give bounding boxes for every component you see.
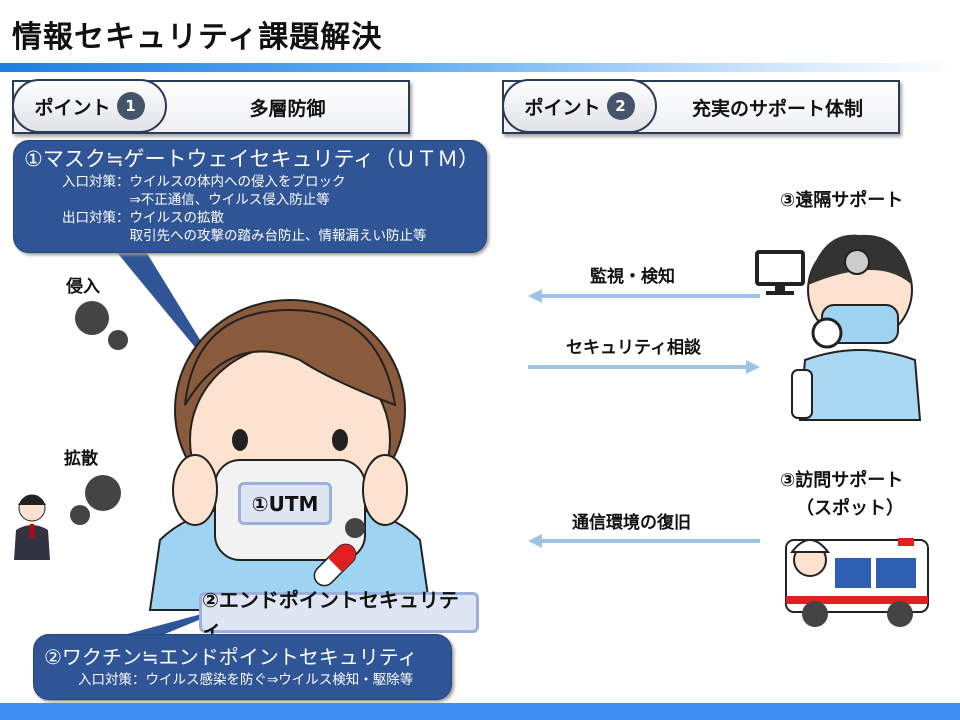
balloon-line: 出口対策：ウイルスの拡散 xyxy=(62,210,224,226)
balloon-heading: ①マスク≒ゲートウェイセキュリティ（ＵＴＭ） xyxy=(24,147,480,171)
title-underline-bar xyxy=(0,63,960,72)
point-number-badge: 2 xyxy=(606,92,635,120)
footer-bar xyxy=(0,703,960,720)
point-title: 充実のサポート体制 xyxy=(691,97,863,120)
balloon-vaccine-callout: ②ワクチン≒エンドポイントセキュリティ 入口対策：ウイルス感染を防ぐ⇒ウイルス検… xyxy=(33,634,452,700)
visit-support-subtitle: （スポット） xyxy=(796,498,904,519)
balloon-line: 入口対策：ウイルスの体内への侵入をブロック xyxy=(62,174,346,190)
balloon-line: 取引先への攻撃の踏み台防止、情報漏えい防止等 xyxy=(62,228,427,244)
monitor-icon xyxy=(755,250,805,295)
security-consult-label: セキュリティ相談 xyxy=(566,338,701,358)
mask-person-illustration xyxy=(148,299,432,611)
intrusion-label: 侵入 xyxy=(66,277,100,297)
businessman-icon xyxy=(14,494,50,560)
remote-support-title: ③遠隔サポート xyxy=(780,190,904,211)
endpoint-label-box: ②エンドポイントセキュリティ xyxy=(199,588,479,641)
monitor-detect-label: 監視・検知 xyxy=(590,267,675,287)
capsule-icon xyxy=(313,543,357,587)
doctor-illustration xyxy=(791,234,922,421)
page-title: 情報セキュリティ課題解決 xyxy=(12,20,383,55)
point-title: 多層防御 xyxy=(249,97,326,120)
utm-label-box: ①UTM xyxy=(238,482,332,525)
balloon-utm-callout: ①マスク≒ゲートウェイセキュリティ（ＵＴＭ） 入口対策：ウイルスの体内への侵入を… xyxy=(13,140,487,253)
visit-support-title: ③訪問サポート xyxy=(780,470,904,491)
arrow-left-icon xyxy=(528,289,542,303)
arrows xyxy=(528,289,760,548)
arrow-right-icon xyxy=(746,360,760,374)
restore-network-label: 通信環境の復旧 xyxy=(572,513,691,533)
point-label: ポイント xyxy=(34,96,111,119)
balloon-line: 入口対策：ウイルス感染を防ぐ⇒ウイルス検知・駆除等 xyxy=(78,672,414,688)
balloon-heading: ②ワクチン≒エンドポイントセキュリティ xyxy=(44,645,418,669)
point-number-badge: 1 xyxy=(116,92,145,120)
virus-icon xyxy=(70,301,365,538)
ambulance-illustration xyxy=(785,538,929,627)
spread-label: 拡散 xyxy=(64,449,98,469)
balloon-line: ⇒不正通信、ウイルス侵入防止等 xyxy=(62,192,330,208)
point-label: ポイント xyxy=(524,96,601,119)
arrow-left-icon xyxy=(528,534,542,548)
